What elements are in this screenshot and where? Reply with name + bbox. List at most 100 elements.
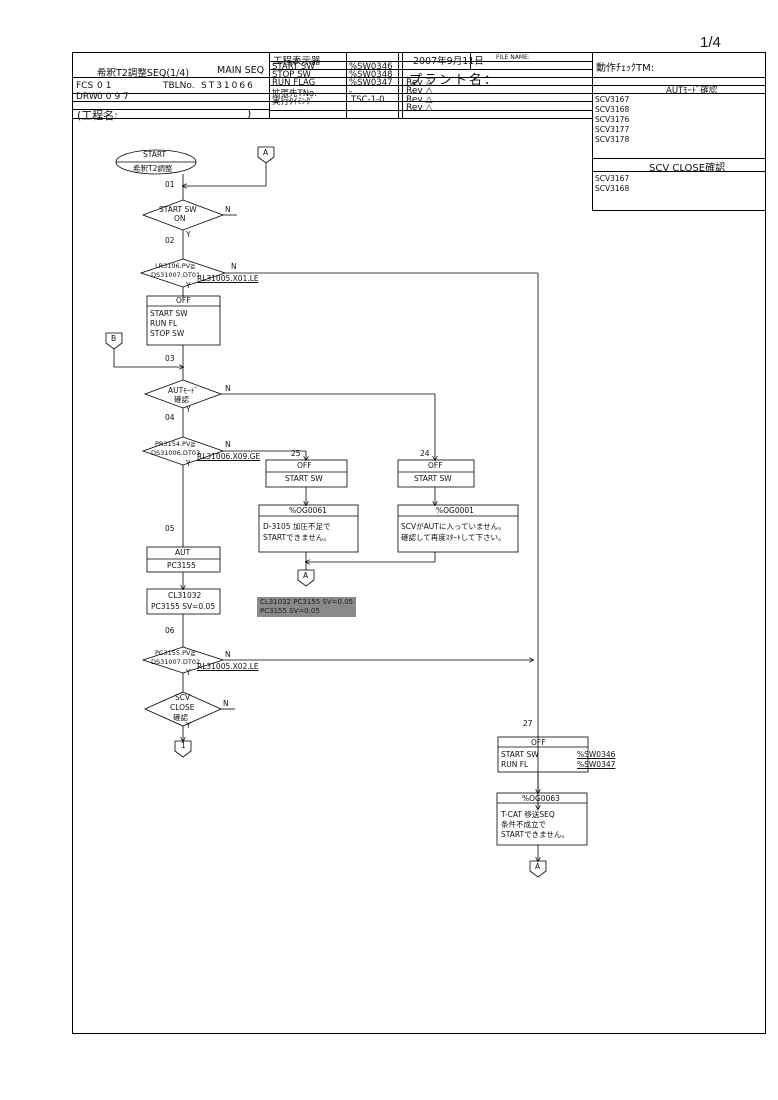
close-check-item: SCV3168 [595, 184, 630, 193]
dec-scv-3: 確認 [173, 713, 188, 722]
msg-og0001-code: %OG0001 [436, 506, 474, 515]
yes-2: Y [186, 281, 191, 290]
aut-box [146, 546, 221, 573]
step-04: 04 [165, 413, 175, 422]
rev-row: Rev △ [406, 86, 433, 96]
process-name-close: ) [247, 107, 252, 120]
connector-a-mid-label: A [303, 571, 309, 580]
connector-1-label: 1 [181, 741, 186, 750]
no-5: N [225, 650, 231, 659]
connector-a-bottom-label: A [535, 862, 541, 871]
off-box-27-ref-1: %SW0346 [577, 750, 616, 759]
off-box-27-line-2: RUN FL [501, 760, 529, 769]
start-label: START [143, 150, 167, 159]
fcs-label: FCS [76, 81, 94, 91]
cl-box-line-1: CL31032 [168, 591, 202, 600]
step-25: 25 [291, 449, 301, 458]
aut-check-item: SCV3177 [595, 125, 630, 134]
fcs-value: 01 [97, 81, 115, 91]
gray-note-line-2: PC3155 SV=0.05 [260, 607, 320, 615]
connector-b [105, 332, 123, 350]
no-1: N [225, 205, 231, 214]
yes-1: Y [186, 230, 191, 239]
triangle-icon: △ [422, 103, 433, 113]
off-box-24-line: START SW [414, 474, 452, 483]
connector-a-top [257, 146, 275, 164]
aut-box-line-1: AUT [175, 548, 191, 557]
aut-check-item: SCV3167 [595, 95, 630, 104]
yes-4: Y [186, 459, 191, 468]
dec-aut-2: 確認 [174, 395, 189, 404]
date: 2007年9月11日 [413, 56, 484, 67]
step-03: 03 [165, 354, 175, 363]
msg-og0061-line-2: STARTできません。 [263, 533, 331, 542]
msg-og0063-line-2: 条件不成立で [501, 820, 546, 829]
no-6: N [223, 699, 229, 708]
triangle-icon: △ [422, 86, 433, 96]
display-row-label: 実行ﾀｲﾐﾝｸﾞ [272, 97, 315, 107]
no-4: N [225, 440, 231, 449]
dec-pr-1: PR3154.PV≧ [155, 440, 196, 448]
off-box-27-ref-2: %SW0347 [577, 760, 616, 769]
yes-5: Y [186, 668, 191, 677]
gray-note: CL31032 PC3155 SV=0.05 PC3155 SV=0.05 [257, 597, 357, 617]
sequence-title: 希釈T2調整SEQ(1/4) [97, 68, 190, 79]
drw-value: 0097 [97, 92, 132, 102]
step-06: 06 [165, 626, 175, 635]
rev-row: Rev △ [406, 103, 433, 113]
drw-label: DRW [76, 92, 98, 102]
rev-label: Rev [406, 103, 423, 113]
off-box-1-line-1: START SW [150, 309, 188, 318]
msg-og0063-code: %OG0063 [522, 794, 560, 803]
yes-6: Y [186, 721, 191, 730]
process-name-label: (工程名: [77, 109, 118, 122]
aut-box-line-2: PC3155 [167, 561, 196, 570]
off-box-25-line: START SW [285, 474, 323, 483]
connector-b-label: B [111, 334, 117, 343]
msg-og0001-line-2: 確認して再度ｽﾀｰﾄして下さい。 [401, 533, 506, 542]
off-box-24 [397, 459, 475, 488]
off-box-24-head: OFF [428, 461, 443, 470]
no-2: N [231, 262, 237, 271]
file-name-label: FILE NAME: [496, 54, 530, 61]
display-row-label: STOP SW [272, 70, 311, 80]
display-row-value: TSC-1-0 [351, 95, 385, 105]
tbl-value: ST31066 [201, 81, 255, 91]
msg-box-og0061 [258, 504, 359, 553]
off-box-1-line-3: STOP SW [150, 329, 185, 338]
rl-ref-2: RL31006.X09.GE [197, 452, 261, 461]
msg-box-og0063 [496, 792, 588, 846]
dec-start-sw-2: ON [174, 214, 186, 223]
msg-og0061-code: %OG0061 [289, 506, 327, 515]
msg-og0001-line-1: SCVがAUTに入っていません。 [401, 522, 506, 531]
off-box-27 [497, 736, 589, 773]
dec-aut-1: AUTﾓｰﾄﾞ [168, 386, 199, 395]
connector-a-mid [297, 569, 315, 587]
off-box-25-head: OFF [297, 461, 312, 470]
msg-og0063-line-1: T-CAT 移送SEQ [501, 810, 555, 819]
close-check-item: SCV3167 [595, 174, 630, 183]
dec-start-sw-1: START SW [159, 205, 197, 214]
tbl-label: TBLNo. [163, 81, 195, 91]
dec-pc-1: PC3155.PV≧ [155, 649, 196, 657]
aut-check-title: AUTﾓｰﾄﾞ確認 [666, 86, 718, 96]
cl-box [146, 588, 221, 615]
cl-box-line-2: PC3155 SV=0.05 [151, 602, 216, 611]
no-3: N [225, 384, 231, 393]
rev-row: Rev △ [406, 78, 433, 88]
step-01: 01 [165, 180, 175, 189]
dec-pr-2: DS31006.DT03 [151, 449, 201, 457]
display-title: 工程表示器 [273, 56, 321, 67]
connector-a-top-label: A [263, 148, 269, 157]
display-row-value: - [349, 87, 353, 97]
dec-scv-2: CLOSE [170, 703, 195, 712]
dec-lr-1: LR3106.PV≧ [155, 262, 196, 270]
close-check-title: SCV CLOSE確認 [649, 163, 726, 174]
step-02: 02 [165, 236, 175, 245]
off-box-25 [265, 459, 348, 488]
dec-pc-2: DS31007.DT02 [151, 658, 201, 666]
start-sub-label: 希釈T2調整 [133, 164, 173, 173]
msg-og0061-line-1: D-3105 加圧不足で [263, 522, 331, 531]
check-title: 動作ﾁｪｯｸTM: [596, 63, 655, 74]
flowchart-lines [105, 146, 589, 878]
